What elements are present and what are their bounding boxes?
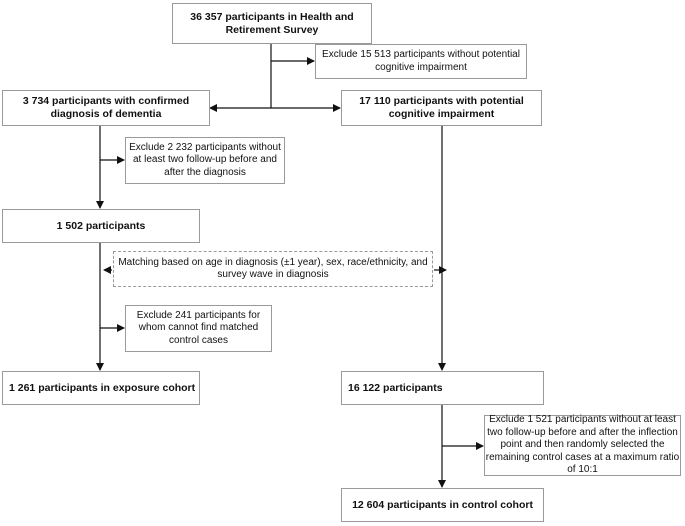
- box-exclude-no-match-text: Exclude 241 participants for whom cannot…: [136, 309, 261, 346]
- box-total-participants-text: 36 357 participants in Health and Retire…: [190, 10, 354, 36]
- box-exposure-cohort: 1 261 participants in exposure cohort: [2, 371, 200, 405]
- box-confirmed-dementia-text: 3 734 participants with confirmed diagno…: [22, 95, 190, 120]
- box-matching-criteria: Matching based on age in diagnosis (±1 y…: [113, 251, 433, 287]
- box-16122-participants: 16 122 participants: [341, 371, 544, 405]
- box-exclude-inflection-point-text: Exclude 1 521 participants without at le…: [485, 414, 680, 476]
- box-exposure-cohort-text: 1 261 participants in exposure cohort: [9, 381, 196, 394]
- box-exclude-no-match: Exclude 241 participants for whom cannot…: [125, 305, 272, 352]
- box-total-participants: 36 357 participants in Health and Retire…: [172, 3, 372, 44]
- box-control-cohort-text: 12 604 participants in control cohort: [352, 498, 533, 511]
- box-exclude-no-impairment: Exclude 15 513 participants without pote…: [315, 44, 527, 79]
- box-matching-criteria-text: Matching based on age in diagnosis (±1 y…: [118, 256, 428, 281]
- box-1502-participants-text: 1 502 participants: [56, 219, 146, 232]
- box-16122-participants-text: 16 122 participants: [348, 381, 443, 394]
- box-exclude-inflection-point: Exclude 1 521 participants without at le…: [484, 414, 681, 476]
- box-control-cohort: 12 604 participants in control cohort: [341, 488, 544, 522]
- box-potential-impairment-text: 17 110 participants with potential cogni…: [359, 95, 524, 120]
- box-1502-participants: 1 502 participants: [2, 209, 200, 243]
- box-exclude-no-impairment-text: Exclude 15 513 participants without pote…: [322, 49, 520, 73]
- box-exclude-followup-diagnosis: Exclude 2 232 participants without at le…: [125, 137, 285, 184]
- box-confirmed-dementia: 3 734 participants with confirmed diagno…: [2, 90, 210, 126]
- box-exclude-followup-diagnosis-text: Exclude 2 232 participants without at le…: [129, 141, 281, 178]
- box-potential-impairment: 17 110 participants with potential cogni…: [341, 90, 542, 126]
